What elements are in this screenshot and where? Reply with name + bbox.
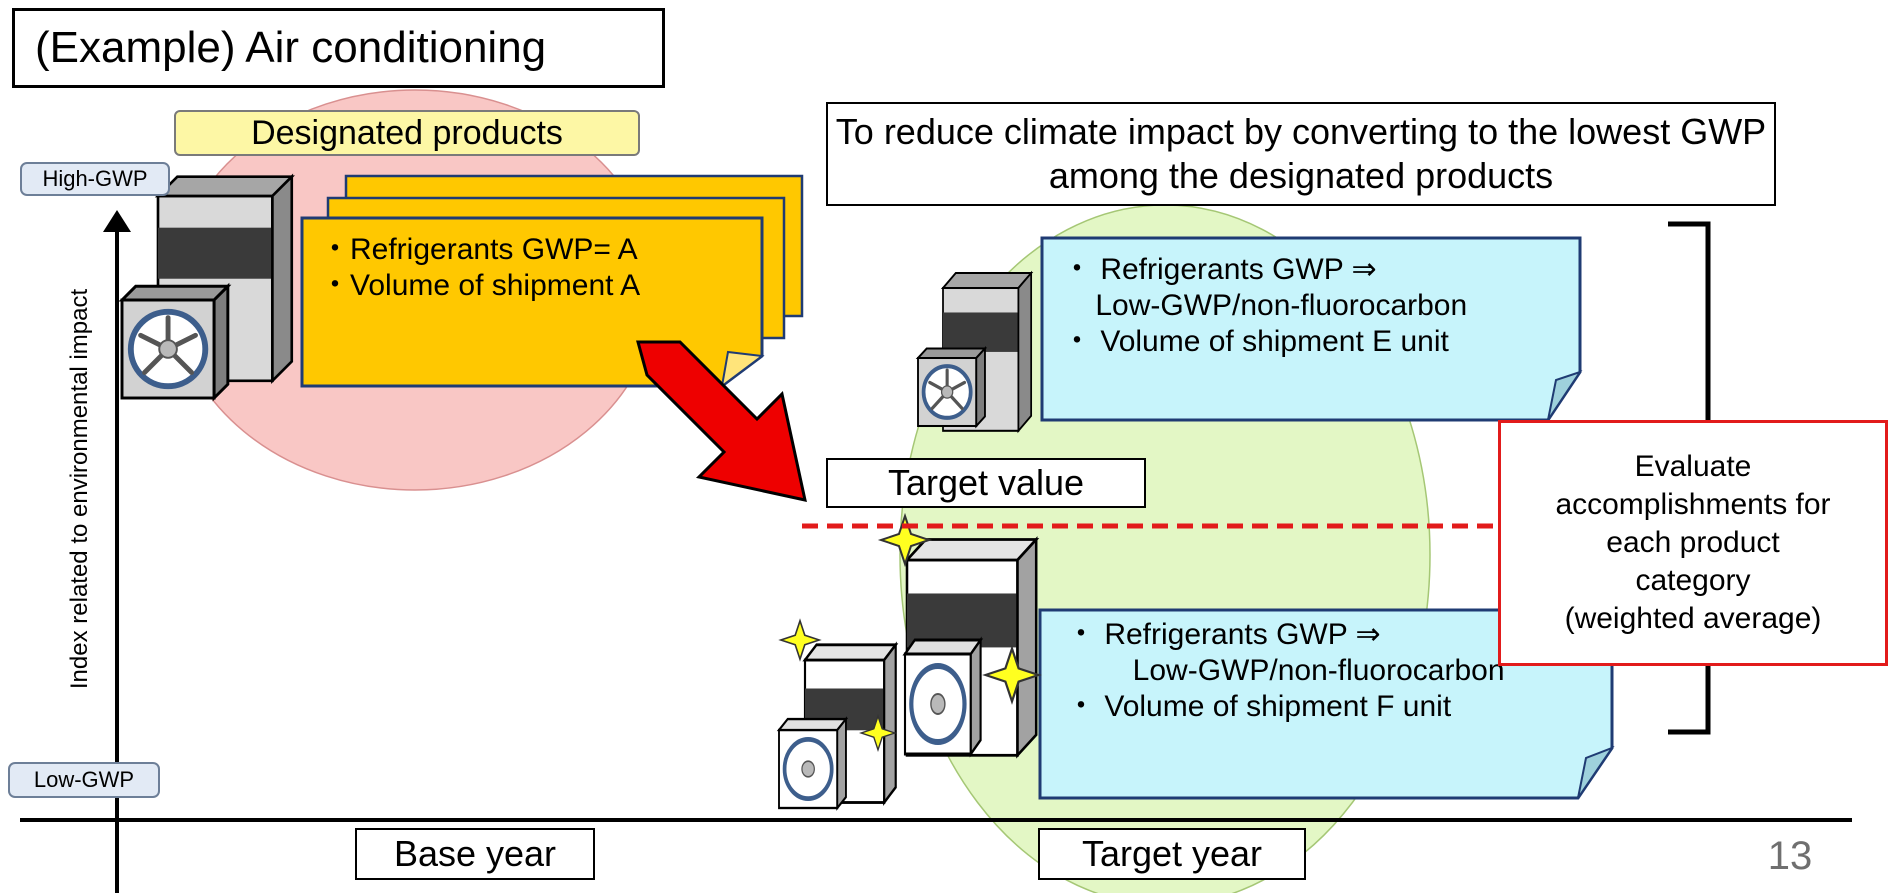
evaluate-accomplishments-note: Evaluate accomplishments for each produc…	[1498, 420, 1888, 666]
product-a-note: ・Refrigerants GWP= A ・Volume of shipment…	[320, 233, 641, 302]
page-number: 13	[1767, 833, 1813, 878]
high-gwp-label: High-GWP	[20, 162, 170, 196]
y-axis-label: Index related to environmental impact	[66, 288, 93, 690]
evaluate-text: Evaluate accomplishments for each produc…	[1555, 450, 1831, 635]
conversion-arrow	[636, 340, 807, 502]
slide-title: (Example) Air conditioning	[12, 8, 665, 88]
target-year-label: Target year	[1038, 828, 1306, 880]
base-year-air-conditioner	[122, 175, 294, 398]
reduce-climate-impact-note: To reduce climate impact by converting t…	[826, 102, 1776, 206]
product-a-note-stack	[300, 174, 804, 389]
target-value-label: Target value	[826, 458, 1146, 508]
designated-products-label: Designated products	[174, 110, 640, 156]
base-year-label: Base year	[355, 828, 595, 880]
y-axis-arrowhead	[103, 210, 131, 232]
target-year-ac-lower	[776, 515, 1040, 811]
low-gwp-label: Low-GWP	[8, 762, 160, 798]
product-f-note: ・ Refrigerants GWP ⇒ Low-GWP/non-fluoroc…	[1066, 618, 1505, 723]
product-e-note: ・ Refrigerants GWP ⇒ Low-GWP/non-fluoroc…	[1062, 253, 1468, 358]
target-year-ac-upper	[918, 272, 1033, 432]
